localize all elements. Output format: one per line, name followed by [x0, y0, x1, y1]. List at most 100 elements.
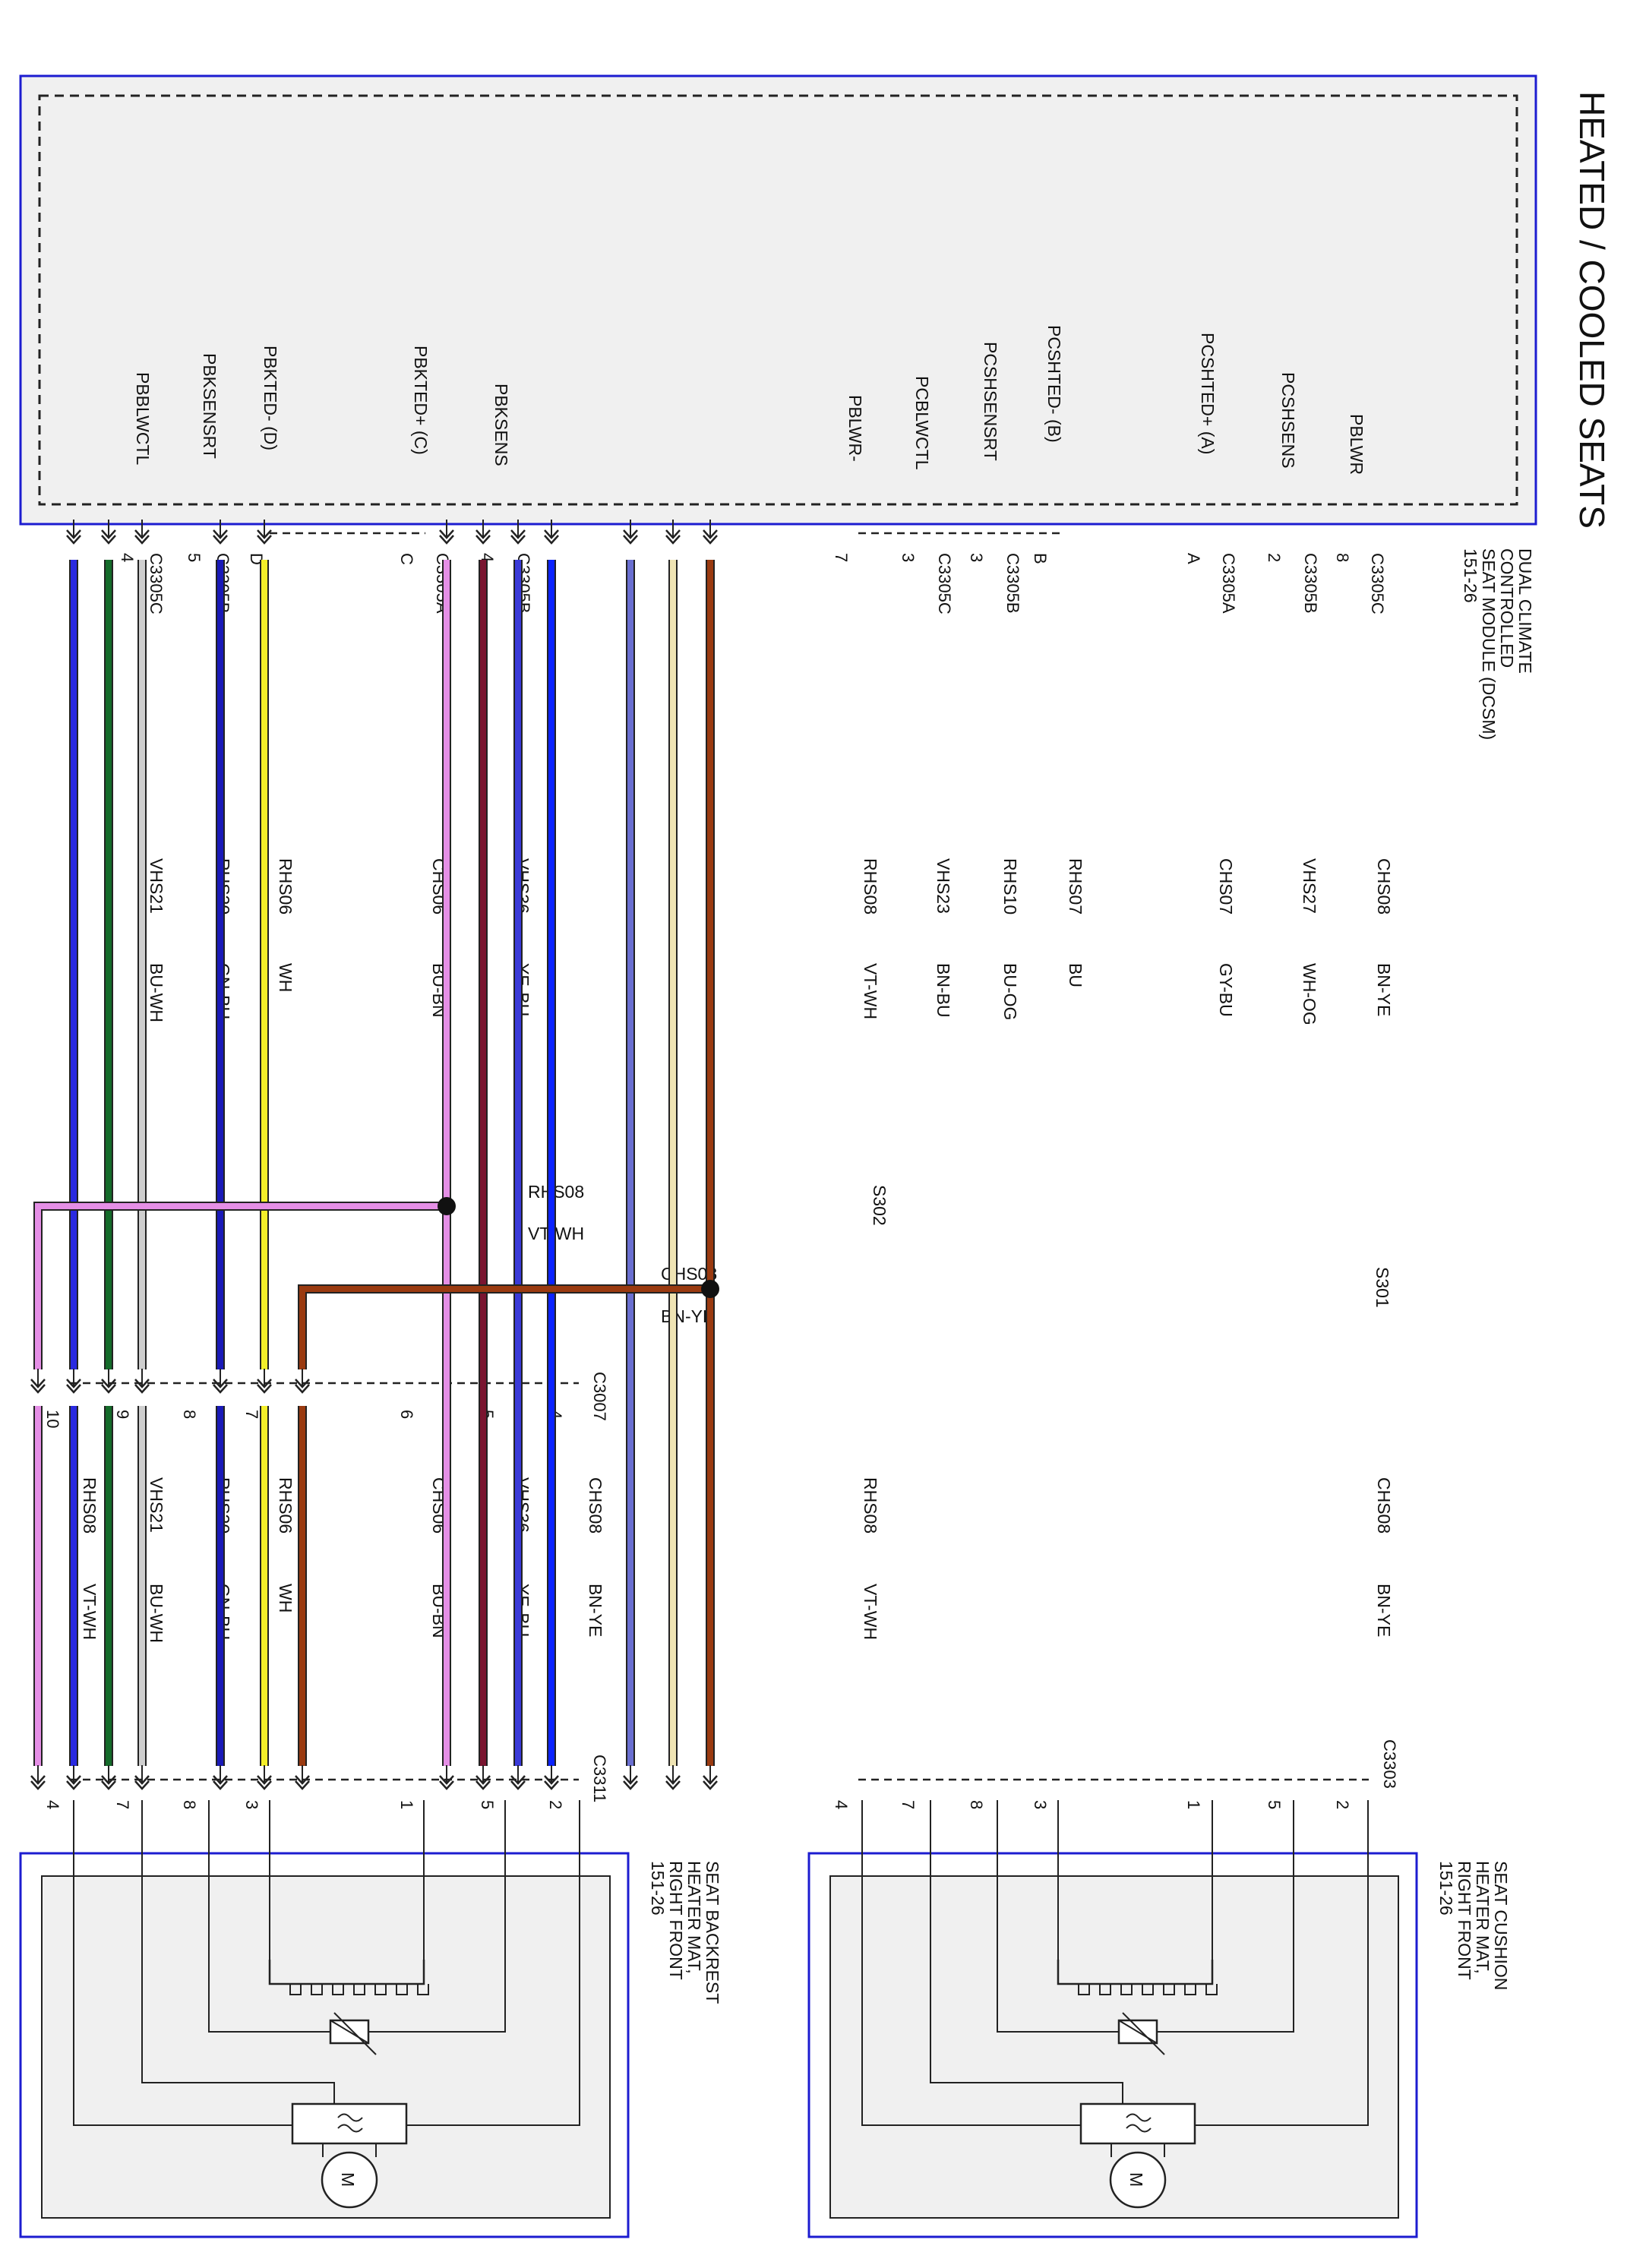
pin-name: PBLWR	[1347, 414, 1366, 475]
heater-grid-icon	[289, 1983, 429, 1995]
svg-text:RHS06: RHS06	[276, 1477, 295, 1534]
svg-text:WH: WH	[276, 1584, 295, 1613]
svg-text:1: 1	[397, 1800, 416, 1809]
backrest-label: SEAT BACKREST HEATER MAT, RIGHT FRONT 15…	[648, 1861, 722, 2008]
pin-name: PCBLWCTL	[912, 376, 932, 470]
circuit-label: RHS08 VT-WH	[80, 1477, 100, 1640]
module-pin: PCBLWCTL C3305C 3	[899, 376, 954, 614]
svg-text:BN-BU: BN-BU	[934, 963, 953, 1018]
blower-control-icon	[1079, 2102, 1196, 2145]
pin-number: C	[397, 553, 416, 565]
circuit-label: RHS06 WH	[276, 1477, 295, 1613]
svg-text:BN-YE: BN-YE	[586, 1584, 605, 1637]
wire-chs08-branch-outline	[298, 1284, 710, 1369]
pin-number: 4	[118, 553, 137, 562]
svg-text:2: 2	[1333, 1800, 1352, 1809]
svg-text:8: 8	[180, 1410, 199, 1419]
pin-number: 3	[967, 553, 986, 562]
splice-label-s302: RHS08 VT-WH S302	[528, 1182, 889, 1243]
pin-number: 2	[1265, 553, 1284, 562]
thermistor-icon	[329, 2012, 377, 2055]
svg-text:4: 4	[43, 1800, 62, 1809]
motor-icon: M	[1109, 2151, 1167, 2209]
svg-text:BU-OG: BU-OG	[1000, 963, 1020, 1020]
pin-connector: C3305B	[1301, 553, 1320, 614]
pin-name: PBBLWCTL	[133, 372, 153, 465]
circuit-label: CHS08 BN-YE	[586, 1477, 605, 1637]
svg-text:CHS08: CHS08	[1374, 858, 1394, 914]
circuit-label: RHS08 VT-WH	[861, 858, 880, 1019]
pin-name: PBKTED- (D)	[261, 346, 280, 450]
circuit-label: VHS21 BU-WH	[147, 1477, 166, 1643]
pin-name: PBKTED+ (C)	[411, 346, 431, 455]
svg-text:VHS21: VHS21	[147, 1477, 166, 1533]
circuit-label: RHS10 BU-OG	[1000, 858, 1020, 1020]
module-pin: PCSHTED+ (A) C3305A A	[1184, 333, 1238, 614]
pin-name: PCSHSENSRT	[981, 342, 1000, 461]
circuit-label: VHS27 WH-OG	[1300, 858, 1319, 1025]
svg-text:7: 7	[899, 1800, 918, 1809]
svg-text:VHS27: VHS27	[1300, 858, 1319, 914]
svg-text:VT-WH: VT-WH	[528, 1224, 584, 1243]
svg-text:8: 8	[967, 1800, 986, 1809]
svg-text:10: 10	[43, 1410, 62, 1428]
pin-name: PCSHTED+ (A)	[1198, 333, 1218, 454]
svg-text:CHS08: CHS08	[1374, 1477, 1394, 1534]
svg-text:CHS08: CHS08	[586, 1477, 605, 1534]
svg-text:VT-WH: VT-WH	[80, 1584, 100, 1640]
blower-control-icon	[291, 2102, 408, 2145]
svg-text:7: 7	[113, 1800, 132, 1809]
svg-text:RHS08: RHS08	[80, 1477, 100, 1534]
circuit-label: CHS08 BN-YE	[1374, 1477, 1394, 1637]
wire-rhs08-branch	[35, 1203, 447, 1369]
svg-text:S302: S302	[870, 1185, 889, 1226]
svg-text:5: 5	[1265, 1800, 1284, 1809]
pin-number: 3	[899, 553, 918, 562]
pin-connector: C3305B	[1003, 553, 1022, 614]
pin-number: B	[1031, 553, 1050, 564]
circuit-label: RHS06 WH	[276, 858, 295, 992]
circuit-label: RHS08 VT-WH	[861, 1477, 880, 1640]
pin-connector: C3305C	[935, 553, 954, 614]
splice-label-s301: CHS08 BN-YE S301	[661, 1264, 1392, 1326]
svg-text:VHS21: VHS21	[147, 858, 166, 914]
svg-text:RHS06: RHS06	[276, 858, 295, 914]
svg-text:M: M	[338, 2172, 358, 2187]
circuit-label: CHS08 BN-YE	[1374, 858, 1394, 1016]
svg-text:7: 7	[242, 1410, 261, 1419]
c3007-label: C3007	[590, 1372, 609, 1421]
svg-text:3: 3	[1031, 1800, 1050, 1809]
wires	[33, 560, 715, 1766]
pin-arrows	[30, 520, 718, 1790]
pin-name: PCSHTED- (B)	[1044, 325, 1064, 443]
module-pin: PBLWR C3305C 8	[1333, 414, 1387, 614]
svg-text:BU-WH: BU-WH	[147, 1584, 166, 1643]
svg-text:5: 5	[478, 1800, 497, 1809]
pin-connector: C3305A	[1219, 553, 1238, 614]
c3311-pin-numbers: 4 7 8 3 1 5 2	[43, 1800, 565, 1809]
cushion-label: SEAT CUSHION HEATER MAT, RIGHT FRONT 151…	[1436, 1861, 1511, 1995]
module-pin: PBLWR- 7	[832, 395, 865, 562]
c3303-pin-numbers: 4 7 8 3 1 5 2	[832, 1800, 1352, 1809]
svg-text:VT-WH: VT-WH	[861, 1584, 880, 1640]
svg-text:CHS07: CHS07	[1216, 858, 1236, 914]
s302-splice-dot	[438, 1197, 456, 1215]
svg-text:4: 4	[832, 1800, 851, 1809]
svg-text:RHS08: RHS08	[528, 1182, 584, 1202]
module-label: DUAL CLIMATE CONTROLLED SEAT MODULE (DCS…	[1461, 548, 1535, 745]
svg-text:RHS08: RHS08	[861, 858, 880, 914]
pin-connector: C3305C	[1368, 553, 1387, 614]
circuit-label: VHS21 BU-WH	[147, 858, 166, 1022]
svg-text:VHS23: VHS23	[934, 858, 953, 914]
backrest-internal: M	[73, 1800, 580, 2209]
module-pin: PCSHSENS C3305B 2	[1265, 372, 1320, 614]
pin-name: PBKSENS	[491, 384, 511, 466]
circuit-label: RHS07 BU	[1066, 858, 1085, 987]
svg-text:S301: S301	[1373, 1267, 1392, 1308]
module-pin: PBBLWCTL C3305C 4	[118, 372, 166, 614]
svg-text:3: 3	[242, 1800, 261, 1809]
module-pin: PCSHSENSRT C3305B 3	[967, 342, 1022, 614]
circuit-label: CHS07 GY-BU	[1216, 858, 1236, 1017]
svg-text:9: 9	[113, 1410, 132, 1419]
diagram-title: HEATED / COOLED SEATS	[1572, 91, 1612, 529]
